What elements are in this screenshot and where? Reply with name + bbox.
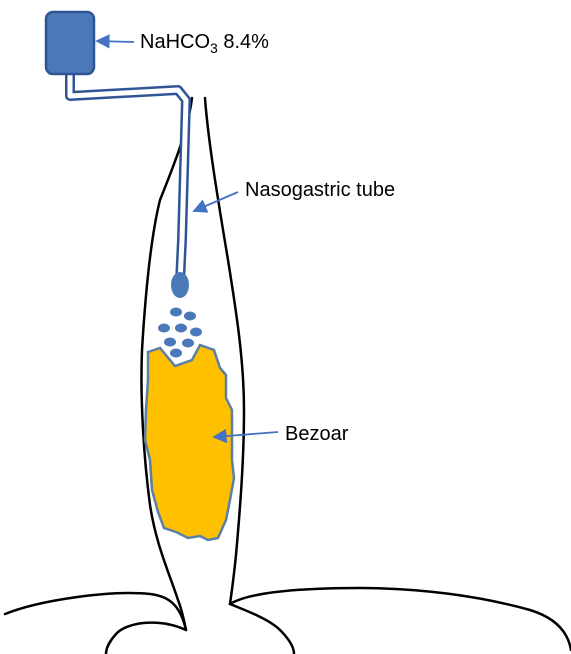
tube-label: Nasogastric tube — [245, 179, 395, 201]
solution-bag — [46, 12, 94, 74]
tube-tip — [171, 272, 189, 298]
solution-label: NaHCO3 8.4% — [140, 31, 269, 56]
bezoar — [145, 345, 234, 540]
solution-arrow — [97, 41, 134, 42]
bezoar-label: Bezoar — [285, 423, 349, 445]
tube-arrow — [194, 192, 238, 211]
solution-subscript: 3 — [210, 40, 218, 56]
bicarbonate-droplets — [158, 308, 202, 358]
stomach-outline — [5, 588, 571, 654]
